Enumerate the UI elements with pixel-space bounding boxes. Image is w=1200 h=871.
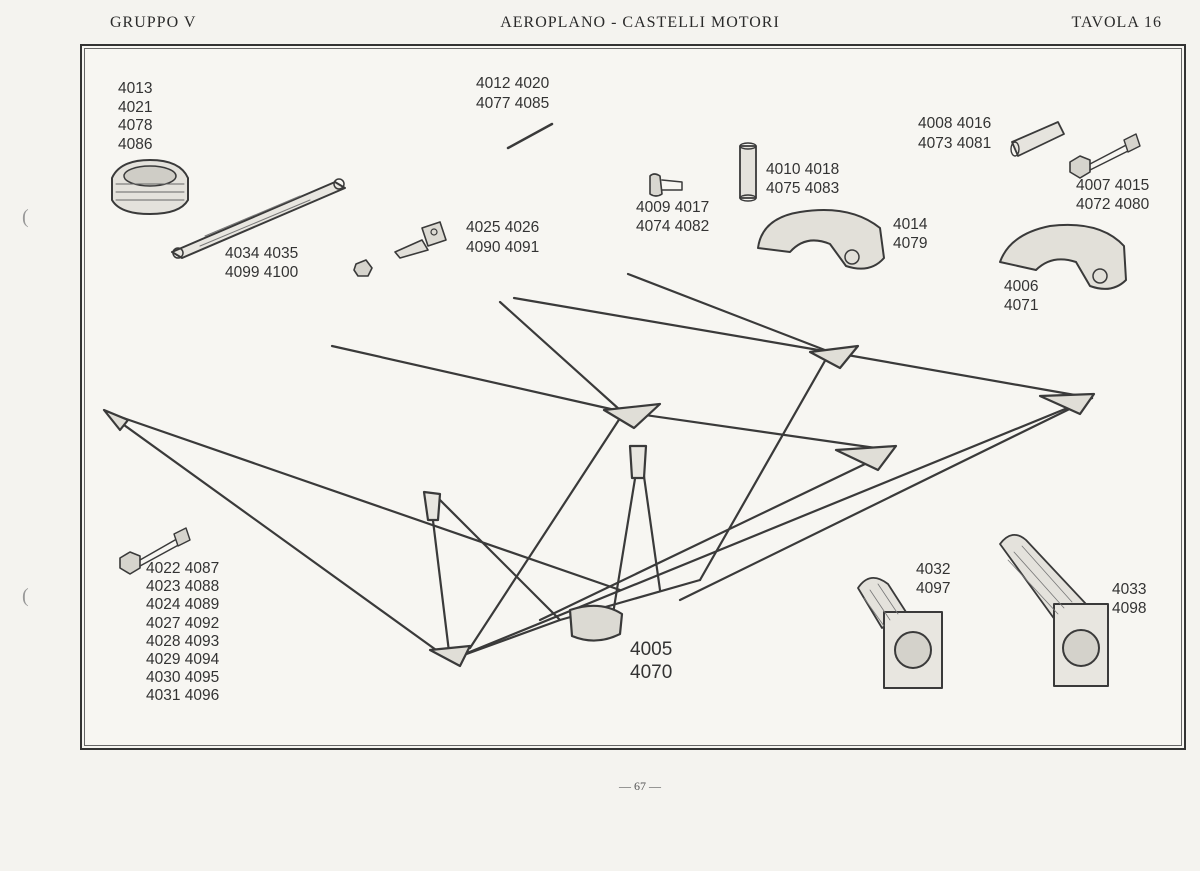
part-label-clamp-right: 4006 4071: [1004, 278, 1039, 314]
half-clamp-part: [757, 209, 885, 270]
group-heading: GRUPPO V: [110, 14, 197, 31]
part-label-sleeve: 4010 4018 4075 4083: [766, 161, 840, 197]
page-title: AEROPLANO - CASTELLI MOTORI: [500, 14, 780, 31]
part-label-small-bolt: 4009 4017 4074 4082: [636, 199, 710, 235]
hex-bolt-part: [1069, 133, 1141, 179]
part-label-rod: 4034 4035 4099 4100: [225, 245, 299, 281]
part-label-bolt: 4007 4015 4072 4080: [1076, 177, 1150, 213]
pin-part: [506, 122, 554, 150]
rod-end-fitting-part: [394, 221, 447, 259]
mounting-block-part: [111, 159, 189, 215]
part-label-leg-large: 4033 4098: [1112, 581, 1147, 617]
part-label-bolts: 4022 4087 4023 4088 4024 4089 4027 4092 …: [146, 560, 220, 705]
tube-part: [1010, 121, 1065, 157]
strut-rod-part: [171, 178, 346, 259]
nut-part: [353, 259, 373, 277]
engine-mount-frame-part: [102, 272, 1096, 668]
mounting-leg-part: [999, 534, 1109, 687]
page-number: — 67 —: [619, 779, 661, 793]
mounting-leg-part: [857, 577, 943, 689]
long-bolt-part: [119, 527, 191, 575]
part-label-tube: 4008 4016 4073 4081: [918, 115, 992, 152]
half-clamp-part: [999, 223, 1127, 290]
part-label-frame: 4005 4070: [630, 639, 673, 683]
small-bolt-part: [649, 173, 683, 197]
part-label-clamp: 4014 4079: [893, 216, 928, 252]
sleeve-part: [739, 142, 757, 202]
margin-mark: (: [22, 585, 29, 607]
plate-number: TAVOLA 16: [1071, 14, 1162, 31]
part-label-leg-small: 4032 4097: [916, 561, 951, 597]
part-label-block: 4013 4021 4078 4086: [118, 80, 153, 153]
plate-inner-frame: [84, 48, 1182, 746]
part-label-fitting: 4025 4026 4090 4091: [466, 219, 540, 256]
part-label-pin: 4012 4020 4077 4085: [476, 75, 550, 112]
margin-mark: (: [22, 206, 29, 228]
plate-frame: [80, 44, 1186, 750]
